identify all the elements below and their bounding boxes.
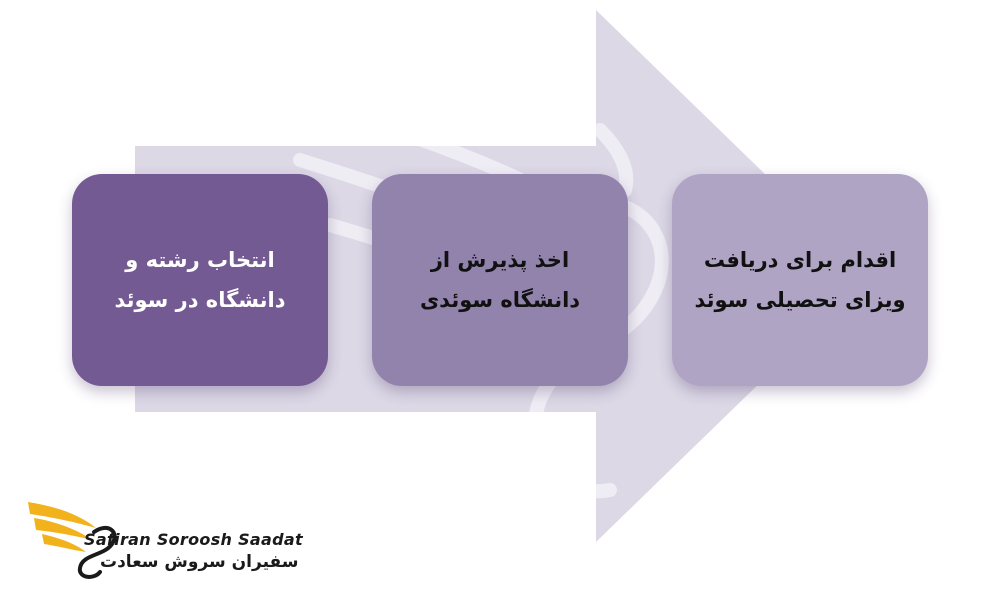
logo-wing-icon xyxy=(28,502,117,579)
step-label: اقدام برای دریافت ویزای تحصیلی سوئد xyxy=(694,248,906,312)
step-label: اخذ پذیرش از دانشگاه سوئدی xyxy=(419,248,581,312)
step-box-select-program: انتخاب رشته و دانشگاه در سوئد xyxy=(72,174,328,386)
step-label: انتخاب رشته و دانشگاه در سوئد xyxy=(114,248,286,312)
logo-text-en: Safiran Soroosh Saadat xyxy=(84,530,303,549)
logo-text-fa: سفیران سروش سعادت xyxy=(100,552,299,572)
step-box-apply-visa: اقدام برای دریافت ویزای تحصیلی سوئد xyxy=(672,174,928,386)
step-box-get-admission: اخذ پذیرش از دانشگاه سوئدی xyxy=(372,174,628,386)
